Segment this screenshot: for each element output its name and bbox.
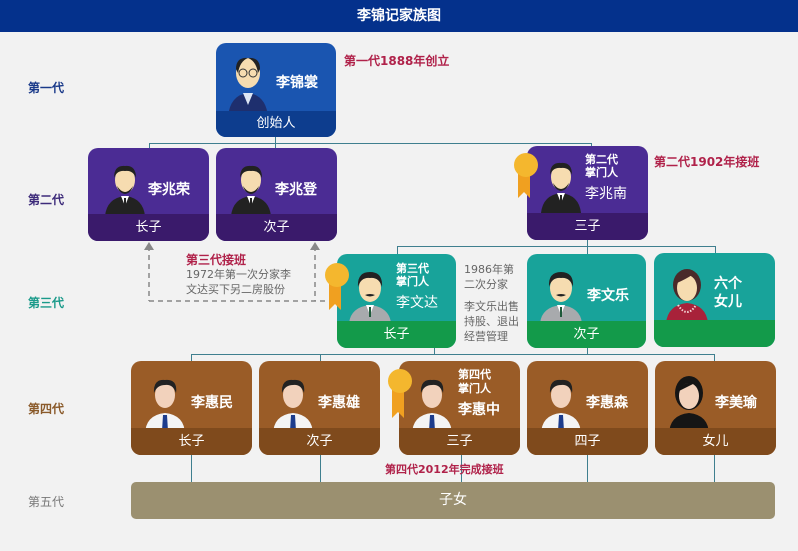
note-gen3-takeover-title: 第三代接班 <box>186 253 247 267</box>
person-relation: 女儿 <box>655 428 776 455</box>
connector-line <box>587 246 588 255</box>
person-relation: 次子 <box>216 214 337 241</box>
note-gen4-takeover: 第四代2012年完成接班 <box>385 463 504 476</box>
person-relation <box>654 320 775 347</box>
person-name: 李惠中 <box>458 402 500 418</box>
connector-line <box>587 240 588 247</box>
person-card-li-huisen[interactable]: 李惠森 四子 <box>527 361 648 455</box>
connector-line <box>714 354 715 362</box>
note-gen2-takeover: 第二代1902年接班 <box>654 155 760 169</box>
connector-line <box>397 246 715 247</box>
person-name: 李惠森 <box>586 395 628 411</box>
man-with-tie-avatar-icon <box>273 379 313 435</box>
award-ribbon-icon <box>388 369 412 418</box>
person-relation: 长子 <box>337 321 456 348</box>
person-relation: 长子 <box>88 214 209 241</box>
connector-line <box>461 455 462 483</box>
person-relation: 长子 <box>131 428 252 455</box>
bearded-man-avatar-icon <box>105 165 145 216</box>
person-card-li-huixiong[interactable]: 李惠雄 次子 <box>259 361 380 455</box>
woman-avatar-icon <box>669 376 709 435</box>
role-line: 第三代 <box>396 262 429 275</box>
note-gen1-founded: 第一代1888年创立 <box>344 54 450 68</box>
person-card-six-daughters[interactable]: 六个 女儿 <box>654 253 775 347</box>
person-card-li-zhaonan[interactable]: 第二代 掌门人 李兆南 三子 <box>527 146 648 240</box>
award-ribbon-icon <box>514 153 538 198</box>
bearded-man-avatar-icon <box>231 165 271 216</box>
person-name: 李惠民 <box>191 395 233 411</box>
person-name: 李惠雄 <box>318 395 360 411</box>
connector-line <box>320 354 321 362</box>
connector-line <box>714 455 715 483</box>
connector-line <box>191 354 192 362</box>
man-with-tie-avatar-icon <box>541 379 581 435</box>
person-relation: 创始人 <box>216 111 336 137</box>
connector-line <box>149 143 150 149</box>
person-card-li-huizhong[interactable]: 第四代 掌门人 李惠中 三子 <box>399 361 520 455</box>
note-split2-line3: 李文乐出售 <box>464 300 519 313</box>
gen-label-2: 第二代 <box>28 193 65 207</box>
elderly-man-avatar-icon <box>228 57 268 117</box>
role-line: 掌门人 <box>585 166 618 179</box>
person-name-line1: 六个 <box>714 276 742 292</box>
connector-line <box>320 455 321 483</box>
role-line: 第四代 <box>458 368 491 381</box>
person-card-li-huimin[interactable]: 李惠民 长子 <box>131 361 252 455</box>
gen-label-4: 第四代 <box>28 402 65 416</box>
person-name: 李锦裳 <box>276 75 318 91</box>
note-split2-line1: 1986年第 <box>464 263 514 276</box>
person-name: 李兆南 <box>585 186 627 202</box>
gen-label-3: 第三代 <box>28 296 65 310</box>
connector-line <box>434 347 435 355</box>
person-relation: 次子 <box>527 321 646 348</box>
person-card-li-wenda[interactable]: 第三代 掌门人 李文达 长子 <box>337 254 456 348</box>
note-gen3-takeover-line1: 1972年第一次分家李 <box>186 268 291 281</box>
note-split2-line2: 二次分家 <box>464 278 508 291</box>
person-relation: 次子 <box>259 428 380 455</box>
person-card-li-meiyu[interactable]: 李美瑜 女儿 <box>655 361 776 455</box>
role-line: 掌门人 <box>458 382 491 395</box>
person-card-li-wenle[interactable]: 李文乐 次子 <box>527 254 646 348</box>
man-with-tie-avatar-icon <box>412 379 452 435</box>
person-name-line2: 女儿 <box>714 294 742 310</box>
gen5-children-bar[interactable]: 子女 <box>131 482 775 519</box>
mustached-man-avatar-icon <box>349 272 391 323</box>
person-card-li-zhaodeng[interactable]: 李兆登 次子 <box>216 148 337 241</box>
note-split2-line4: 持股、退出 <box>464 315 519 328</box>
diagram-title: 李锦记家族图 <box>0 0 798 32</box>
person-card-li-jinshang[interactable]: 李锦裳 创始人 <box>216 43 336 137</box>
person-name: 李美瑜 <box>715 395 757 411</box>
connector-line <box>587 455 588 483</box>
man-with-tie-avatar-icon <box>145 379 185 435</box>
award-ribbon-icon <box>325 263 349 310</box>
person-relation: 三子 <box>399 428 520 455</box>
connector-line <box>397 246 398 255</box>
bearded-man-avatar-icon <box>541 162 581 213</box>
person-relation: 三子 <box>527 213 648 240</box>
person-name: 李兆登 <box>275 182 317 198</box>
person-card-li-zhaorong[interactable]: 李兆荣 长子 <box>88 148 209 241</box>
gen-label-5: 第五代 <box>28 495 65 509</box>
connector-line <box>715 246 716 255</box>
gen-label-1: 第一代 <box>28 81 65 95</box>
role-line: 掌门人 <box>396 275 429 288</box>
connector-line <box>275 143 276 149</box>
person-name: 李兆荣 <box>148 182 190 198</box>
note-gen3-takeover-line2: 文达买下另二房股份 <box>186 283 285 296</box>
connector-line <box>149 143 591 144</box>
connector-line <box>191 354 714 355</box>
connector-line <box>191 455 192 483</box>
role-line: 第二代 <box>585 153 618 166</box>
woman-avatar-icon <box>666 269 708 323</box>
connector-line <box>587 347 588 355</box>
person-name: 李文达 <box>396 295 438 311</box>
person-relation: 四子 <box>527 428 648 455</box>
mustached-man-avatar-icon <box>540 272 582 323</box>
person-name: 李文乐 <box>587 288 629 304</box>
dashed-arrow-connector <box>144 242 338 302</box>
connector-line <box>275 136 276 144</box>
note-split2-line5: 经营管理 <box>464 330 508 343</box>
